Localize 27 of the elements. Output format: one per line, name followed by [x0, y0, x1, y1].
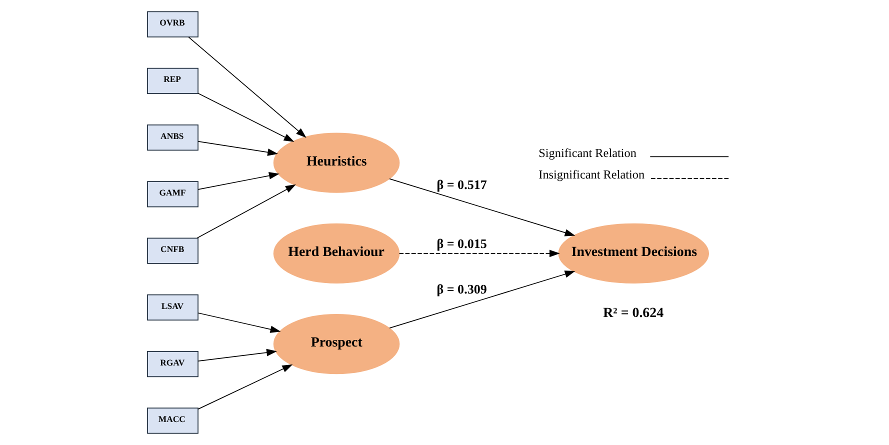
arrow — [398, 250, 560, 258]
node-ellipse: Investment Decisions — [558, 223, 709, 284]
edge-label: β = 0.015 — [436, 236, 486, 252]
node-label: R² = 0.624 — [602, 306, 664, 321]
node-box: MACC — [146, 408, 198, 434]
node-box: CNFB — [146, 238, 198, 264]
node-box: GAMF — [146, 181, 198, 208]
arrow — [388, 270, 575, 328]
node-box: REP — [146, 68, 198, 94]
arrow — [388, 178, 575, 236]
arrow — [197, 140, 278, 156]
node-box: RGAV — [146, 351, 198, 378]
arrow — [197, 364, 292, 410]
arrow — [197, 348, 277, 362]
node-ellipse: Herd Behaviour — [272, 223, 400, 284]
arrow — [188, 36, 306, 138]
legend-label: Significant Relation — [538, 146, 636, 160]
node-box: ANBS — [146, 124, 198, 151]
arrow — [197, 92, 294, 142]
edge-label: β = 0.309 — [436, 282, 486, 297]
arrow — [196, 184, 296, 238]
arrow — [197, 312, 280, 333]
legend-label: Insignificant Relation — [538, 168, 644, 182]
arrow — [197, 172, 279, 190]
edge-label: β = 0.517 — [436, 176, 486, 192]
node-box: OVRB — [146, 11, 198, 38]
node-box: LSAV — [146, 294, 198, 320]
